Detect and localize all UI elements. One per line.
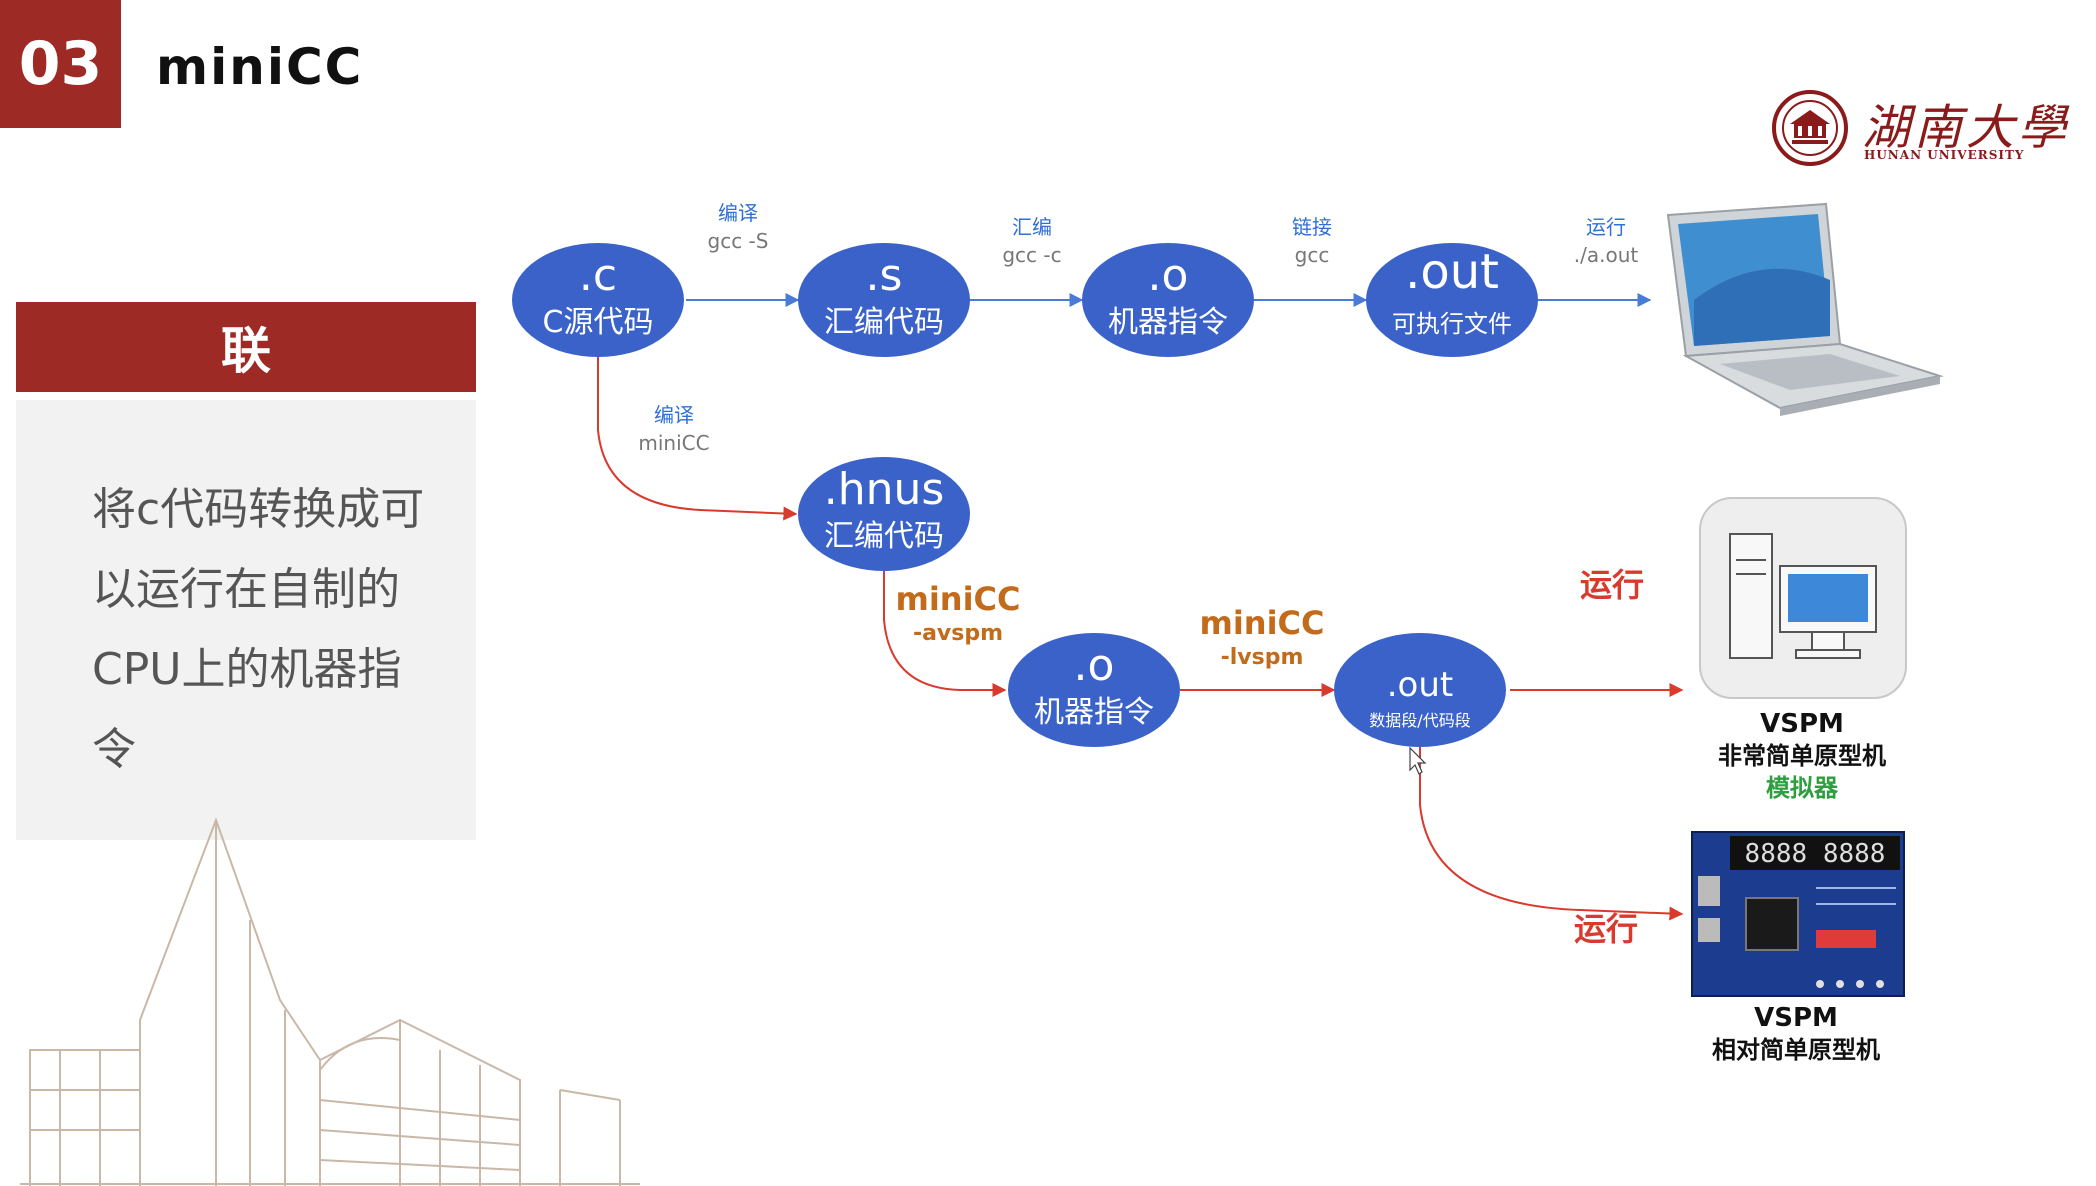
edge-label-compile-minicc: 编译 [654, 403, 694, 427]
fpga-board-icon: 8888 8888 [1691, 831, 1905, 997]
edge-label-assemble-minicc: miniCC [895, 580, 1020, 618]
node-sub-label: 可执行文件 [1392, 310, 1512, 338]
node-c-source: .c C源代码 [512, 243, 684, 357]
node-main-label: .c [579, 250, 617, 301]
node-sub-label: 机器指令 [1034, 695, 1154, 730]
node-main-label: .out [1387, 665, 1454, 705]
edge-compile-minicc [597, 355, 798, 521]
sidebar-header: 联 [16, 302, 476, 392]
simulator-description: 非常简单原型机 [1718, 742, 1886, 770]
node-out-minicc: .out 数据段/代码段 [1334, 633, 1506, 747]
node-s-assembly: .s 汇编代码 [798, 243, 970, 357]
seven-segment-display: 8888 8888 [1745, 839, 1886, 869]
edge-label-link: 链接 [1292, 215, 1332, 239]
edge-label-run: 运行 [1586, 215, 1626, 239]
slide-title: miniCC [156, 38, 364, 96]
edge-label-compile: 编译 [718, 201, 758, 225]
mouse-cursor-icon [1409, 746, 1427, 775]
simulator-computer-icon [1699, 497, 1907, 699]
node-sub-label: 数据段/代码段 [1369, 711, 1470, 730]
edge-cmd-compile-minicc: miniCC [638, 431, 709, 455]
node-main-label: .out [1405, 244, 1499, 300]
node-sub-label: 汇编代码 [824, 519, 944, 554]
node-out-executable: .out 可执行文件 [1366, 243, 1538, 357]
sidebar-line: 令 [92, 724, 136, 775]
edge-run-board [1419, 745, 1684, 921]
edge-cmd-compile: gcc -S [708, 229, 769, 253]
laptop-icon [1666, 202, 1944, 416]
edge-cmd-assemble: gcc -c [1002, 243, 1061, 267]
edge-label-assemble: 汇编 [1012, 215, 1052, 239]
edge-assemble-minicc [883, 568, 1007, 697]
node-sub-label: C源代码 [543, 305, 654, 340]
edge-label-run-simulator: 运行 [1580, 566, 1644, 604]
node-main-label: .o [1148, 250, 1189, 301]
building-sketch-illustration [20, 817, 640, 1186]
sidebar-line: 以运行在自制的 [92, 564, 400, 615]
node-sub-label: 汇编代码 [824, 305, 944, 340]
sidebar-line: 将c代码转换成可 [92, 484, 425, 535]
node-o-machine-code-minicc: .o 机器指令 [1008, 633, 1180, 747]
edge-label-run-board: 运行 [1574, 910, 1638, 948]
edge-cmd-assemble-minicc: -avspm [913, 621, 1003, 646]
edge-label-link-minicc: miniCC [1199, 604, 1324, 642]
board-description: 相对简单原型机 [1712, 1036, 1880, 1064]
sidebar-description: 将c代码转换成可 以运行在自制的 CPU上的机器指 令 [92, 470, 452, 790]
node-main-label: .hnus [824, 464, 945, 515]
board-name: VSPM [1754, 1003, 1838, 1033]
edge-cmd-link: gcc [1295, 243, 1330, 267]
university-seal-icon [1772, 90, 1848, 166]
sidebar-panel [16, 400, 476, 840]
edge-cmd-run: ./a.out [1574, 243, 1639, 267]
university-subtitle: HUNAN UNIVERSITY [1864, 148, 2025, 162]
node-sub-label: 机器指令 [1108, 305, 1228, 340]
node-hnus-assembly: .hnus 汇编代码 [798, 457, 970, 571]
node-main-label: .o [1074, 640, 1115, 691]
section-number-badge: 03 [0, 0, 121, 128]
university-name: 湖南大學 [1862, 100, 2071, 156]
node-main-label: .s [866, 250, 903, 301]
simulator-name: VSPM [1760, 709, 1844, 739]
node-o-machine-code: .o 机器指令 [1082, 243, 1254, 357]
edge-cmd-link-minicc: -lvspm [1221, 645, 1304, 670]
simulator-tag: 模拟器 [1766, 774, 1839, 802]
sidebar-line: CPU上的机器指 [92, 644, 402, 695]
